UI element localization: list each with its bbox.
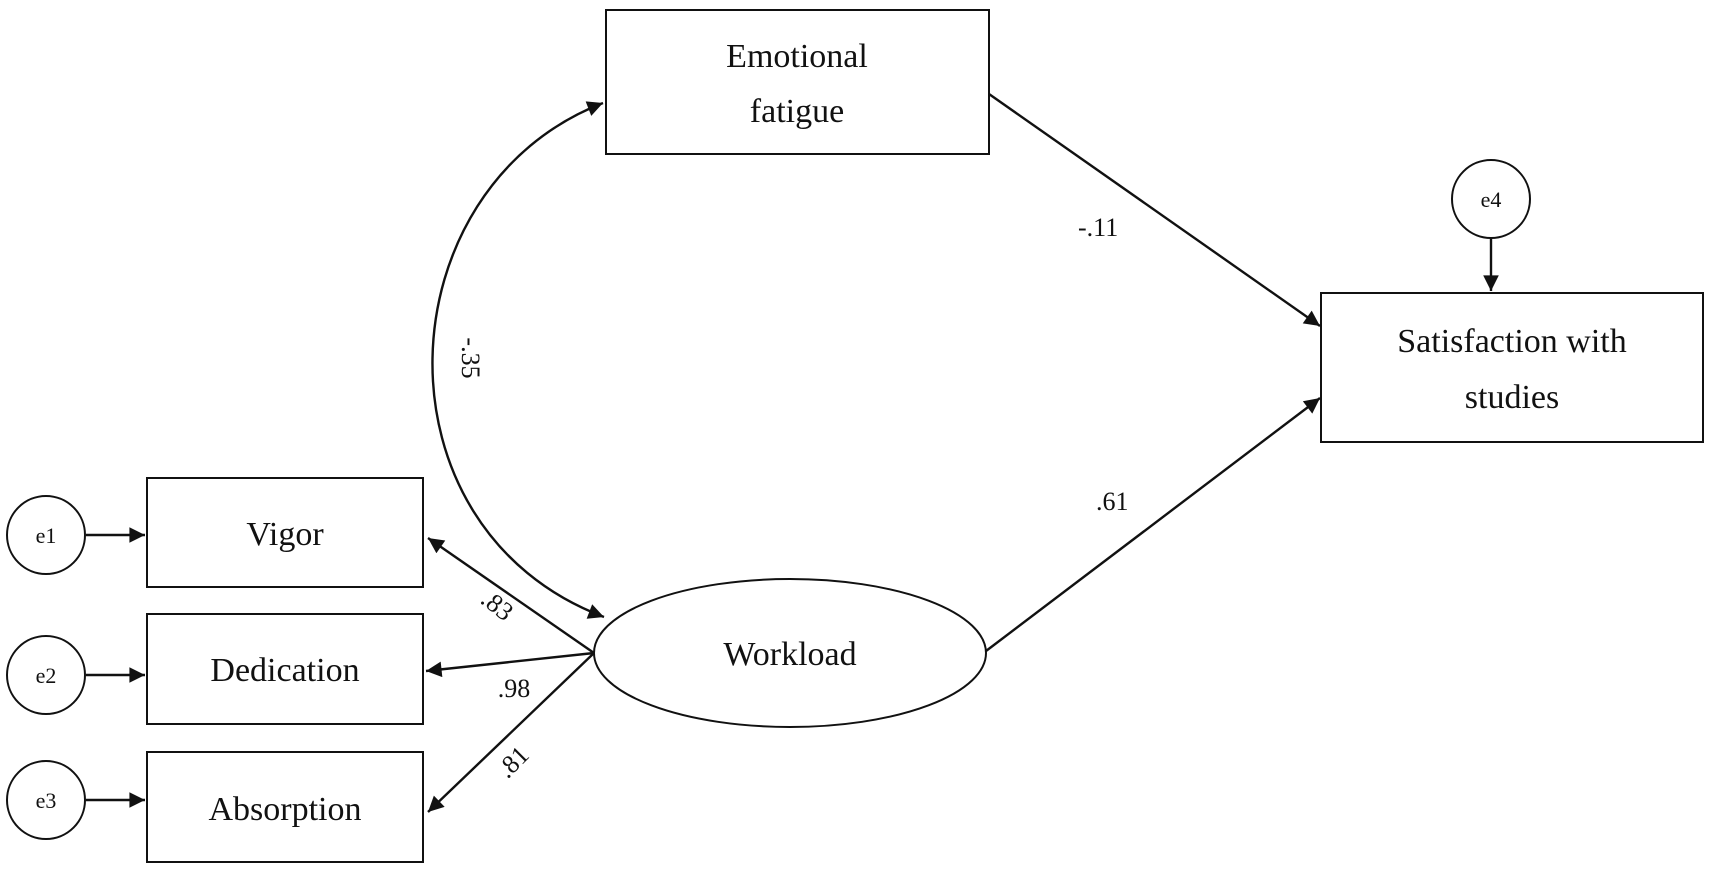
- node-satisfaction-with-studies: Satisfaction with studies: [1320, 292, 1704, 443]
- error-e3: e3: [6, 760, 86, 840]
- error-e2: e2: [6, 635, 86, 715]
- emotional-fatigue-label-line2: fatigue: [750, 93, 844, 130]
- coef-fatigue-to-satisfaction: -.11: [1078, 213, 1118, 242]
- arrow-workload-to-vigor: [427, 537, 595, 654]
- e3-label: e3: [36, 788, 57, 813]
- arrow-workload-to-dedication: [425, 651, 595, 678]
- e4-label: e4: [1481, 187, 1502, 212]
- dedication-label: Dedication: [210, 652, 359, 689]
- error-e1: e1: [6, 495, 86, 575]
- vigor-label: Vigor: [246, 516, 324, 553]
- node-dedication: Dedication: [146, 613, 424, 725]
- node-vigor: Vigor: [146, 477, 424, 588]
- coef-fatigue-workload-covariance: -.35: [456, 337, 485, 378]
- absorption-label: Absorption: [209, 791, 362, 828]
- coef-workload-to-satisfaction: .61: [1096, 487, 1129, 516]
- e2-label: e2: [36, 663, 57, 688]
- satisfaction-label-line1: Satisfaction with: [1397, 323, 1626, 360]
- emotional-fatigue-label-line1: Emotional: [726, 38, 868, 75]
- e1-label: e1: [36, 523, 57, 548]
- workload-label: Workload: [723, 636, 856, 673]
- coef-workload-to-dedication: .98: [498, 674, 531, 703]
- arrow-workload-to-absorption: [427, 652, 595, 813]
- coef-workload-to-vigor: .83: [476, 584, 519, 627]
- node-emotional-fatigue: Emotional fatigue: [605, 9, 990, 155]
- node-absorption: Absorption: [146, 751, 424, 863]
- arrow-fatigue-to-satisfaction: [988, 93, 1321, 327]
- covariance-fatigue-workload: [431, 101, 605, 619]
- arrow-workload-to-satisfaction: [985, 397, 1321, 652]
- node-workload: Workload: [593, 578, 987, 728]
- satisfaction-label-line2: studies: [1465, 379, 1559, 416]
- error-e4: e4: [1451, 159, 1531, 239]
